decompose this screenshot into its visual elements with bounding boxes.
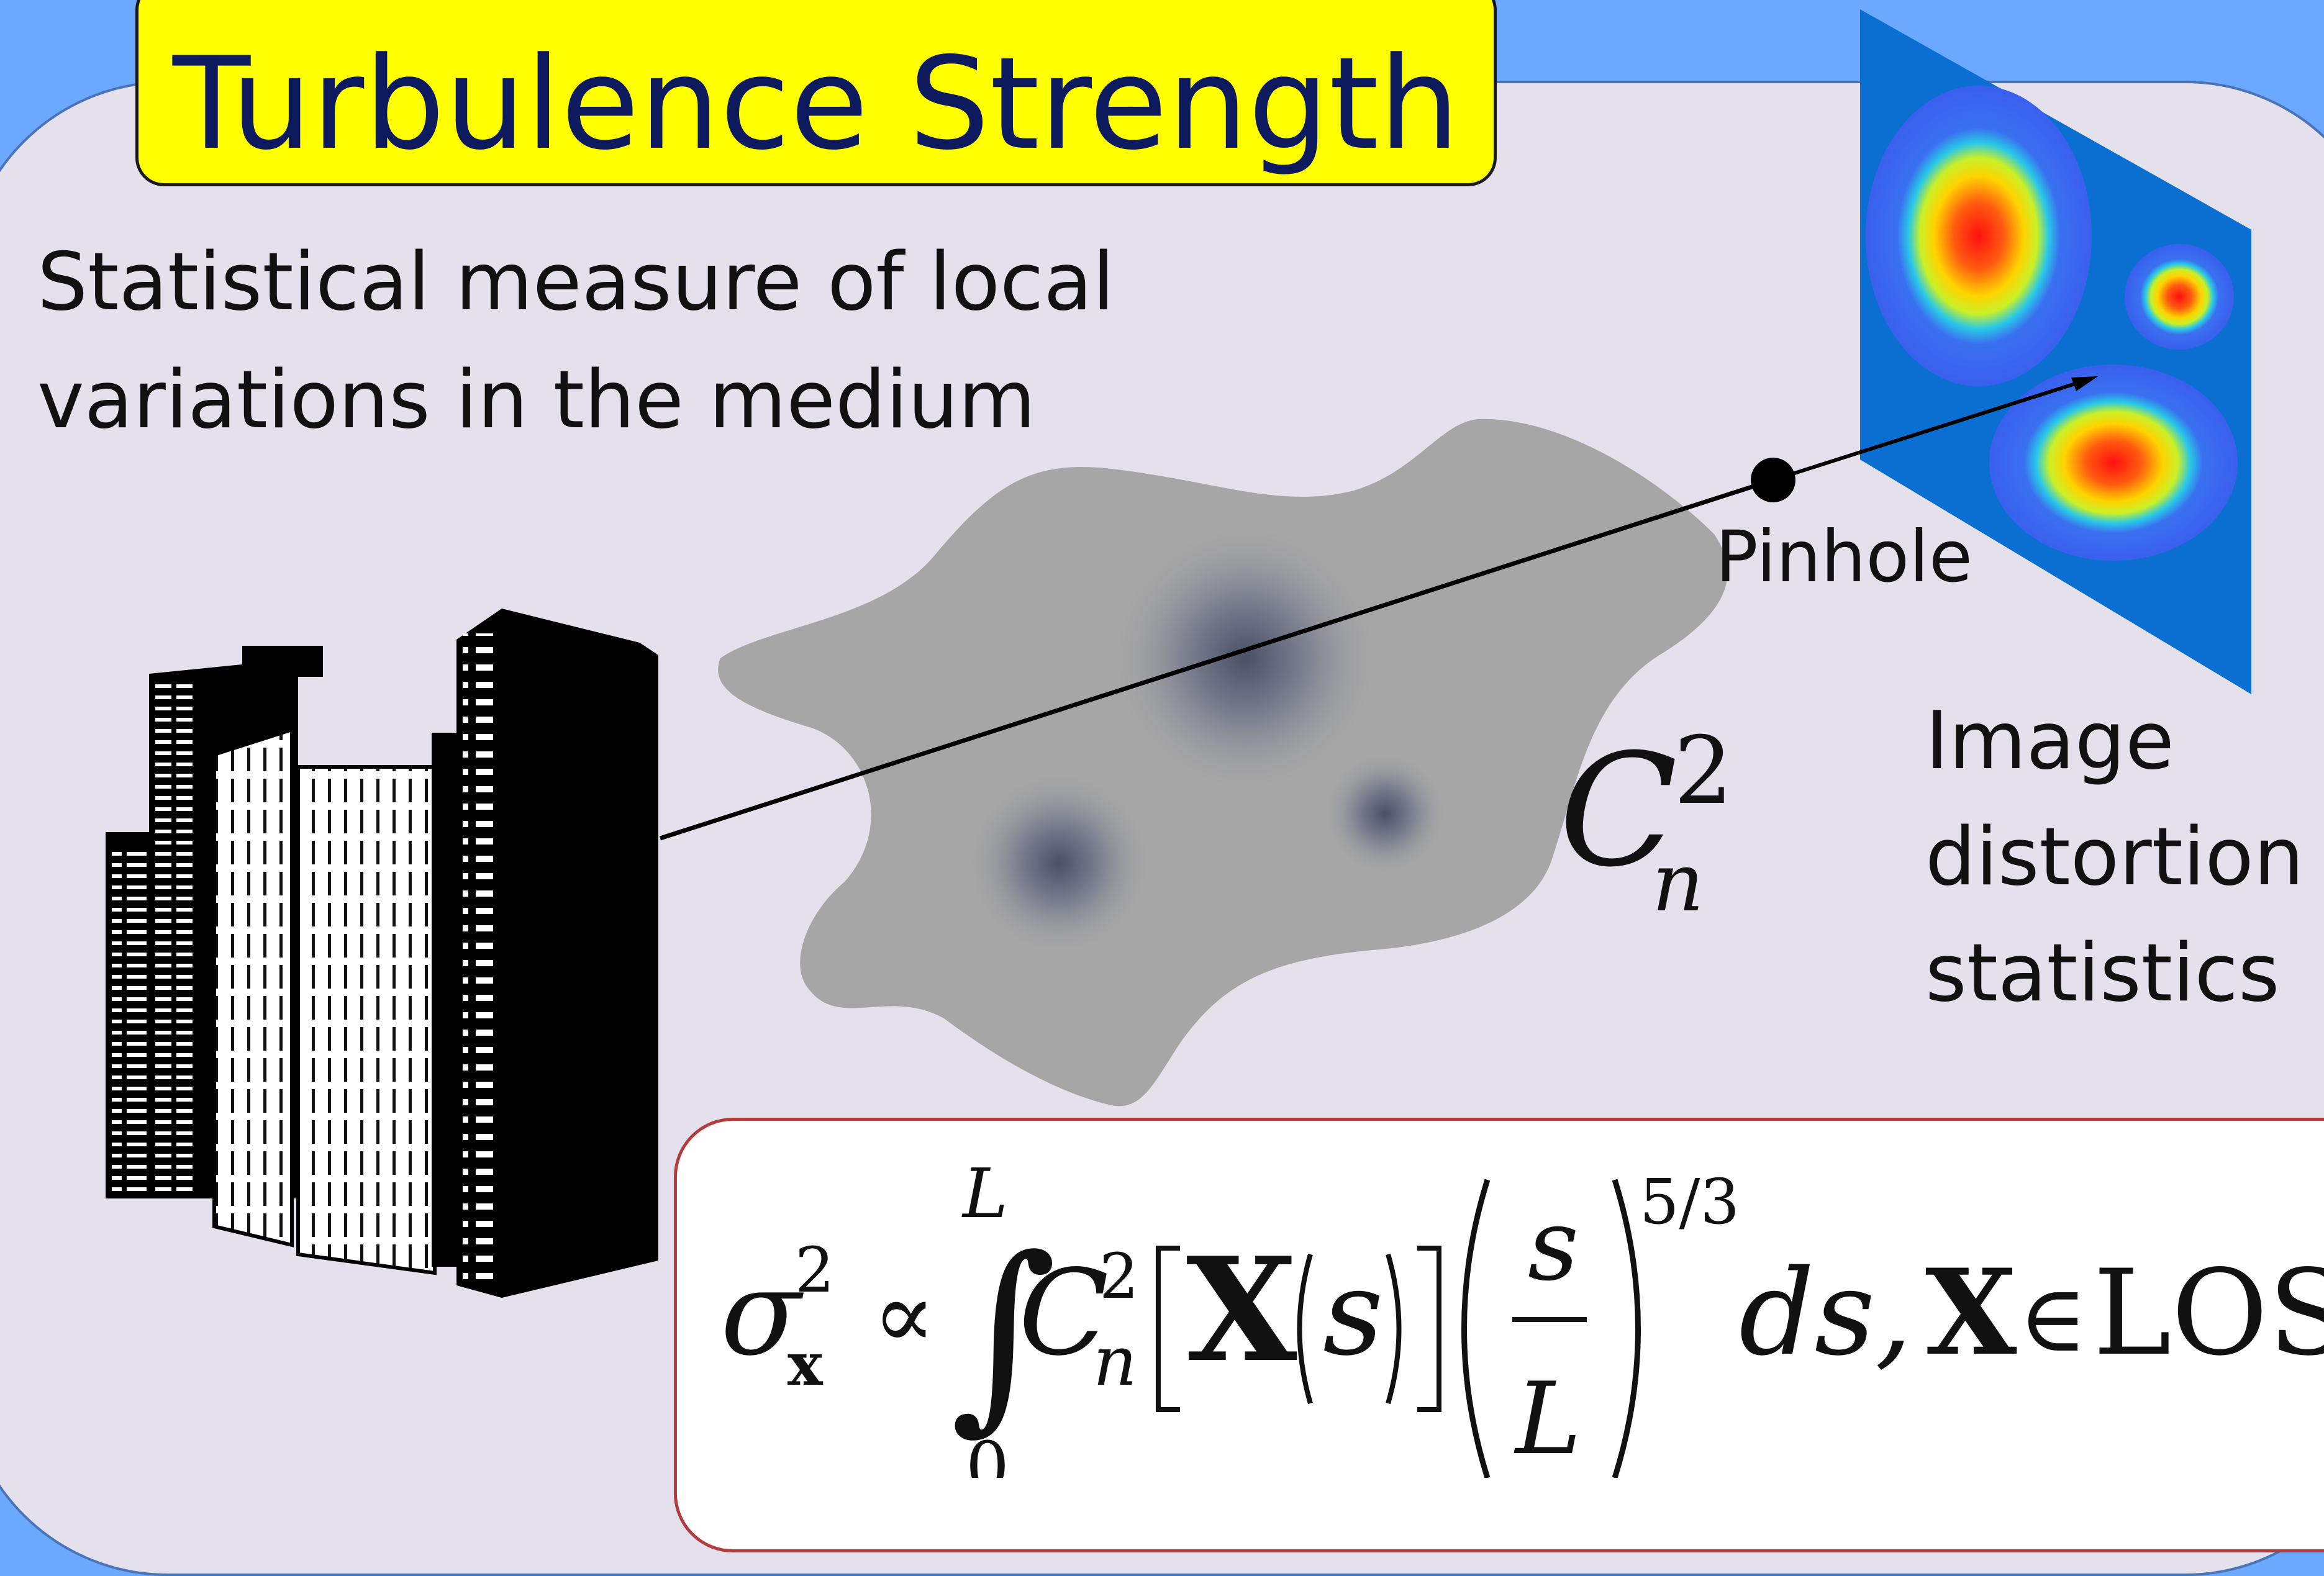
ray-arrow-icon xyxy=(659,376,2098,841)
image-distortion-line-1: Image xyxy=(1925,695,2174,787)
sigma-symbol: σ xyxy=(720,1244,804,1382)
los-label: LOS xyxy=(2093,1244,2324,1382)
cn2-base: C xyxy=(1559,720,1678,901)
cn2-symbol: C 2 n xyxy=(1559,717,1745,930)
title-banner: Turbulence Strength xyxy=(135,0,1497,186)
x-symbol: X xyxy=(1186,1226,1297,1394)
member-x: X xyxy=(1925,1243,2017,1382)
pinhole-label: Pinhole xyxy=(1715,515,1972,598)
city-buildings-icon xyxy=(106,609,658,1298)
pinhole-icon xyxy=(1751,458,1795,502)
proportional-symbol: ∝ xyxy=(873,1262,936,1370)
page-title: Turbulence Strength xyxy=(172,30,1460,178)
lower-limit: 0 xyxy=(966,1427,1009,1478)
upper-limit: L xyxy=(961,1154,1008,1233)
fraction-numerator: s xyxy=(1528,1187,1579,1303)
c-sub: n xyxy=(1093,1321,1137,1401)
sigma-sup: 2 xyxy=(795,1234,835,1307)
s-symbol: s xyxy=(1323,1244,1384,1382)
cn2-sup: 2 xyxy=(1674,717,1733,825)
diagram-graphics xyxy=(106,9,2251,1298)
element-of-symbol: ∈ xyxy=(2018,1265,2087,1373)
c-sup: 2 xyxy=(1099,1240,1139,1313)
formula: σ 2 x ∝ L ∫ 0 C 2 n X s s L 5/3 ds, X ∈ … xyxy=(720,1154,2324,1478)
ds-symbol: ds, xyxy=(1739,1244,1913,1382)
c-symbol: C xyxy=(1019,1244,1109,1382)
sigma-sub: x xyxy=(788,1330,824,1399)
image-distortion-line-2: distortion xyxy=(1925,811,2304,903)
integral-symbol: ∫ xyxy=(950,1213,1057,1452)
image-distortion-line-3: statistics xyxy=(1925,927,2280,1020)
cn2-sub: n xyxy=(1652,835,1704,930)
exponent: 5/3 xyxy=(1640,1166,1740,1238)
description-text: Statistical measure of local variations … xyxy=(37,236,1115,446)
image-screen-icon xyxy=(1860,9,2251,694)
image-distortion-label: Image distortion statistics xyxy=(1925,683,2304,1031)
turbulence-cloud-icon xyxy=(718,419,1728,1107)
fraction-denominator: L xyxy=(1514,1361,1581,1477)
